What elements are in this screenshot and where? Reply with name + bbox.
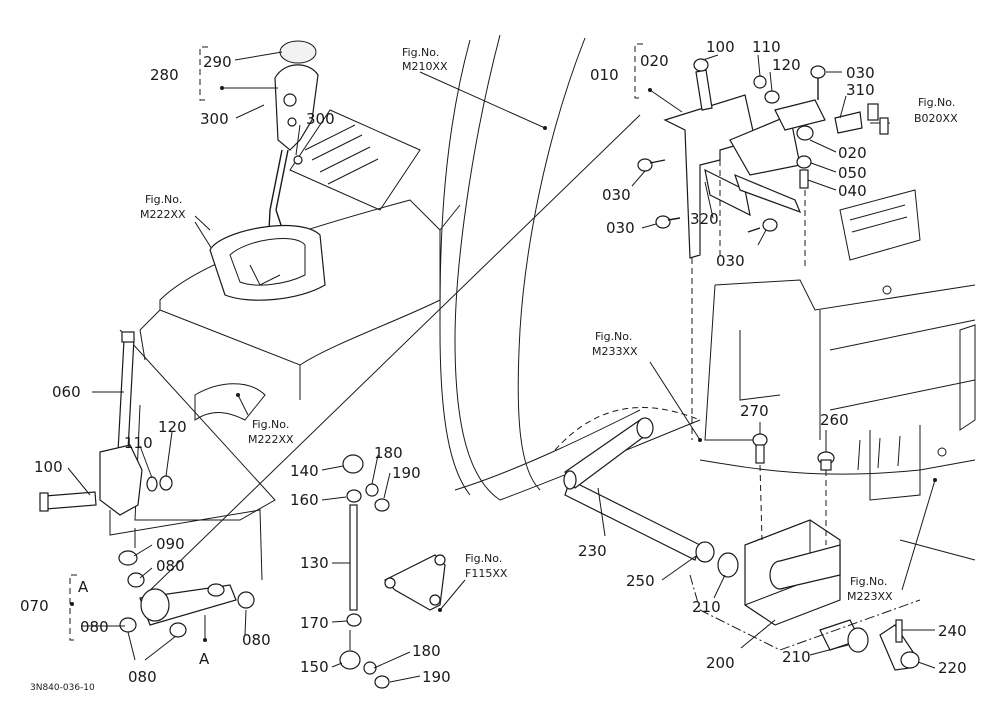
figref-m222b-label: Fig.No. — [252, 418, 289, 431]
cross-shaft-230 — [564, 479, 701, 561]
figref-m222b-code: M222XX — [248, 433, 294, 446]
callout-220: 220 — [938, 659, 967, 677]
bolt-270 — [752, 433, 768, 447]
callout-010: 010 — [590, 66, 619, 84]
callout-260: 260 — [820, 411, 849, 429]
callout-A: A — [199, 650, 210, 668]
figref-m222a-code: M222XX — [140, 208, 186, 221]
callout-030: 030 — [602, 186, 631, 204]
callout-280: 280 — [150, 66, 179, 84]
bracket-020 — [663, 94, 756, 259]
callout-190: 190 — [392, 464, 421, 482]
callout-320: 320 — [690, 210, 719, 228]
linkage-rod-assembly — [339, 454, 446, 689]
callout-150: 150 — [300, 658, 329, 676]
callout-180: 180 — [412, 642, 441, 660]
washer-110 — [146, 476, 158, 492]
callout-120: 120 — [772, 56, 801, 74]
bolt-100 — [44, 491, 97, 510]
figref-m210-code: M210XX — [402, 60, 448, 73]
rod-end-140 — [342, 454, 364, 474]
callout-270: 270 — [740, 402, 769, 420]
callout-300: 300 — [200, 110, 229, 128]
shift-lever-assembly — [209, 40, 326, 301]
figref-f115-label: Fig.No. — [465, 552, 502, 565]
callout-030: 030 — [846, 64, 875, 82]
figref-b020-code: B020XX — [914, 112, 958, 125]
shift-boot — [209, 224, 326, 301]
figref-m233-label: Fig.No. — [595, 330, 632, 343]
cross-shaft-assembly — [554, 407, 921, 671]
callout-leaders — [67, 51, 936, 683]
rod-end-150 — [339, 650, 361, 670]
nut-160 — [346, 489, 362, 503]
callout-110: 110 — [752, 38, 781, 56]
callout-070: 070 — [20, 597, 49, 615]
callout-200: 200 — [706, 654, 735, 672]
figref-m223-label: Fig.No. — [850, 575, 887, 588]
callout-090: 090 — [156, 535, 185, 553]
drawing-caption: 3N840-036-10 — [30, 683, 95, 693]
washer-250 — [695, 541, 715, 563]
callout-110: 110 — [124, 434, 153, 452]
pin-240 — [895, 619, 903, 643]
shift-lever-280 — [274, 64, 319, 151]
rod-130 — [349, 504, 358, 611]
callout-080: 080 — [128, 668, 157, 686]
callout-A: A — [78, 578, 89, 596]
callout-080: 080 — [242, 631, 271, 649]
figure-references: Fig.No. M210XX Fig.No. M222XX Fig.No. M2… — [140, 46, 958, 603]
callout-030: 030 — [716, 252, 745, 270]
leader-lines — [139, 71, 937, 612]
nut-120 — [159, 475, 173, 491]
callout-020: 020 — [838, 144, 867, 162]
callout-120: 120 — [158, 418, 187, 436]
group-brackets — [69, 43, 643, 641]
range-lever-assembly — [39, 331, 263, 638]
figref-b020-label: Fig.No. — [918, 96, 955, 109]
bolt-100-r — [695, 69, 713, 111]
callout-080: 080 — [156, 557, 185, 575]
lever-knob-290 — [279, 40, 317, 64]
figref-m222a-label: Fig.No. — [145, 193, 182, 206]
figref-m233-code: M233XX — [592, 345, 638, 358]
callout-210: 210 — [782, 648, 811, 666]
callout-170: 170 — [300, 614, 329, 632]
callout-100: 100 — [706, 38, 735, 56]
callout-030: 030 — [606, 219, 635, 237]
upper-right-bracket-assembly — [637, 58, 889, 440]
callout-040: 040 — [838, 182, 867, 200]
callout-160: 160 — [290, 491, 319, 509]
bushing-090 — [118, 550, 138, 566]
callout-020: 020 — [640, 52, 669, 70]
callout-labels: 290 280 300 300 060 100 110 120 090 080 … — [20, 38, 967, 686]
callout-210: 210 — [692, 598, 721, 616]
callout-100: 100 — [34, 458, 63, 476]
callout-140: 140 — [290, 462, 319, 480]
callout-240: 240 — [938, 622, 967, 640]
callout-080: 080 — [80, 618, 109, 636]
callout-300: 300 — [306, 110, 335, 128]
callout-050: 050 — [838, 164, 867, 182]
callout-230: 230 — [578, 542, 607, 560]
callout-060: 060 — [52, 383, 81, 401]
callout-250: 250 — [626, 572, 655, 590]
callout-130: 130 — [300, 554, 329, 572]
bushing-210b — [847, 627, 869, 653]
figref-m210-label: Fig.No. — [402, 46, 439, 59]
figref-m223-code: M223XX — [847, 590, 893, 603]
figref-f115-code: F115XX — [465, 567, 508, 580]
tractor-body-outline — [119, 34, 976, 561]
callout-310: 310 — [846, 81, 875, 99]
callout-190: 190 — [422, 668, 451, 686]
bushing-210a — [717, 552, 739, 578]
nut-170 — [346, 613, 362, 627]
callout-180: 180 — [374, 444, 403, 462]
callout-290: 290 — [203, 53, 232, 71]
